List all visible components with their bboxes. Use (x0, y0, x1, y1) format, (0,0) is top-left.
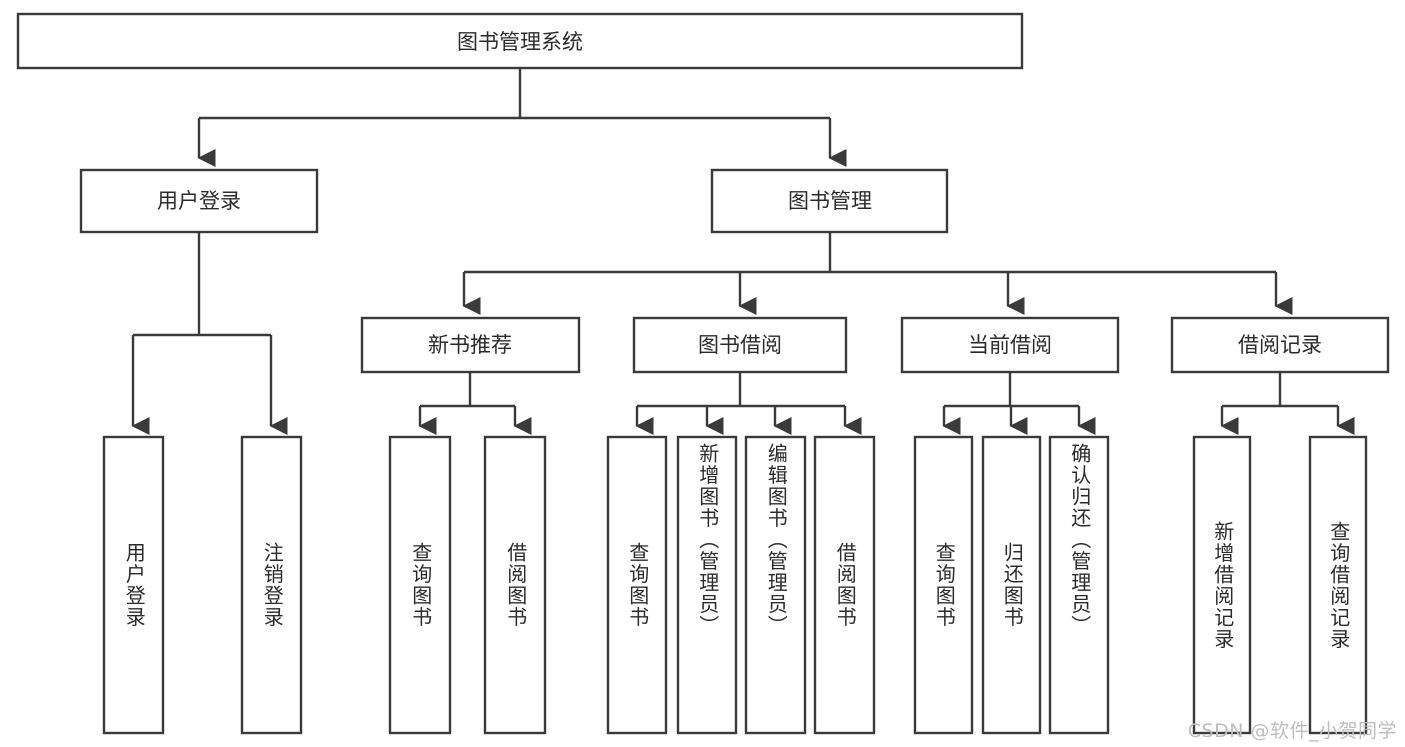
leaf-box-return-book[interactable] (981, 435, 1042, 735)
leaf-box-edit-book-admin[interactable] (744, 435, 807, 735)
node-current-borrow[interactable] (900, 316, 1120, 374)
leaf-box-query-borrow-record[interactable] (1308, 435, 1368, 735)
leaf-box-query-book-2[interactable] (606, 435, 668, 735)
node-root-label: 图书管理系统 (457, 30, 583, 54)
leaf-box-query-book-3[interactable] (913, 435, 974, 735)
node-borrow-records[interactable] (1170, 316, 1390, 374)
node-book-management[interactable] (710, 168, 949, 234)
leaf-box-user-login[interactable] (102, 435, 165, 735)
leaf-box-borrow-book-1[interactable] (483, 435, 547, 735)
node-current-borrow-label: 当前借阅 (968, 333, 1052, 357)
node-borrow-records-label: 借阅记录 (1238, 333, 1322, 357)
node-book-borrow-label: 图书借阅 (698, 333, 782, 357)
node-new-book-recommend-label: 新书推荐 (428, 333, 512, 357)
node-book-borrow[interactable] (632, 316, 848, 374)
leaf-box-add-borrow-record[interactable] (1192, 435, 1252, 735)
node-user-login-label: 用户登录 (157, 189, 241, 213)
node-new-book-recommend[interactable] (360, 316, 581, 374)
leaf-box-borrow-book-2[interactable] (813, 435, 876, 735)
leaf-box-logout[interactable] (240, 435, 303, 735)
leaf-box-add-book-admin[interactable] (676, 435, 738, 735)
leaf-box-query-book-1[interactable] (388, 435, 452, 735)
node-root[interactable] (16, 12, 1024, 70)
leaf-box-confirm-return-admin[interactable] (1048, 435, 1110, 735)
node-book-management-label: 图书管理 (788, 189, 872, 213)
